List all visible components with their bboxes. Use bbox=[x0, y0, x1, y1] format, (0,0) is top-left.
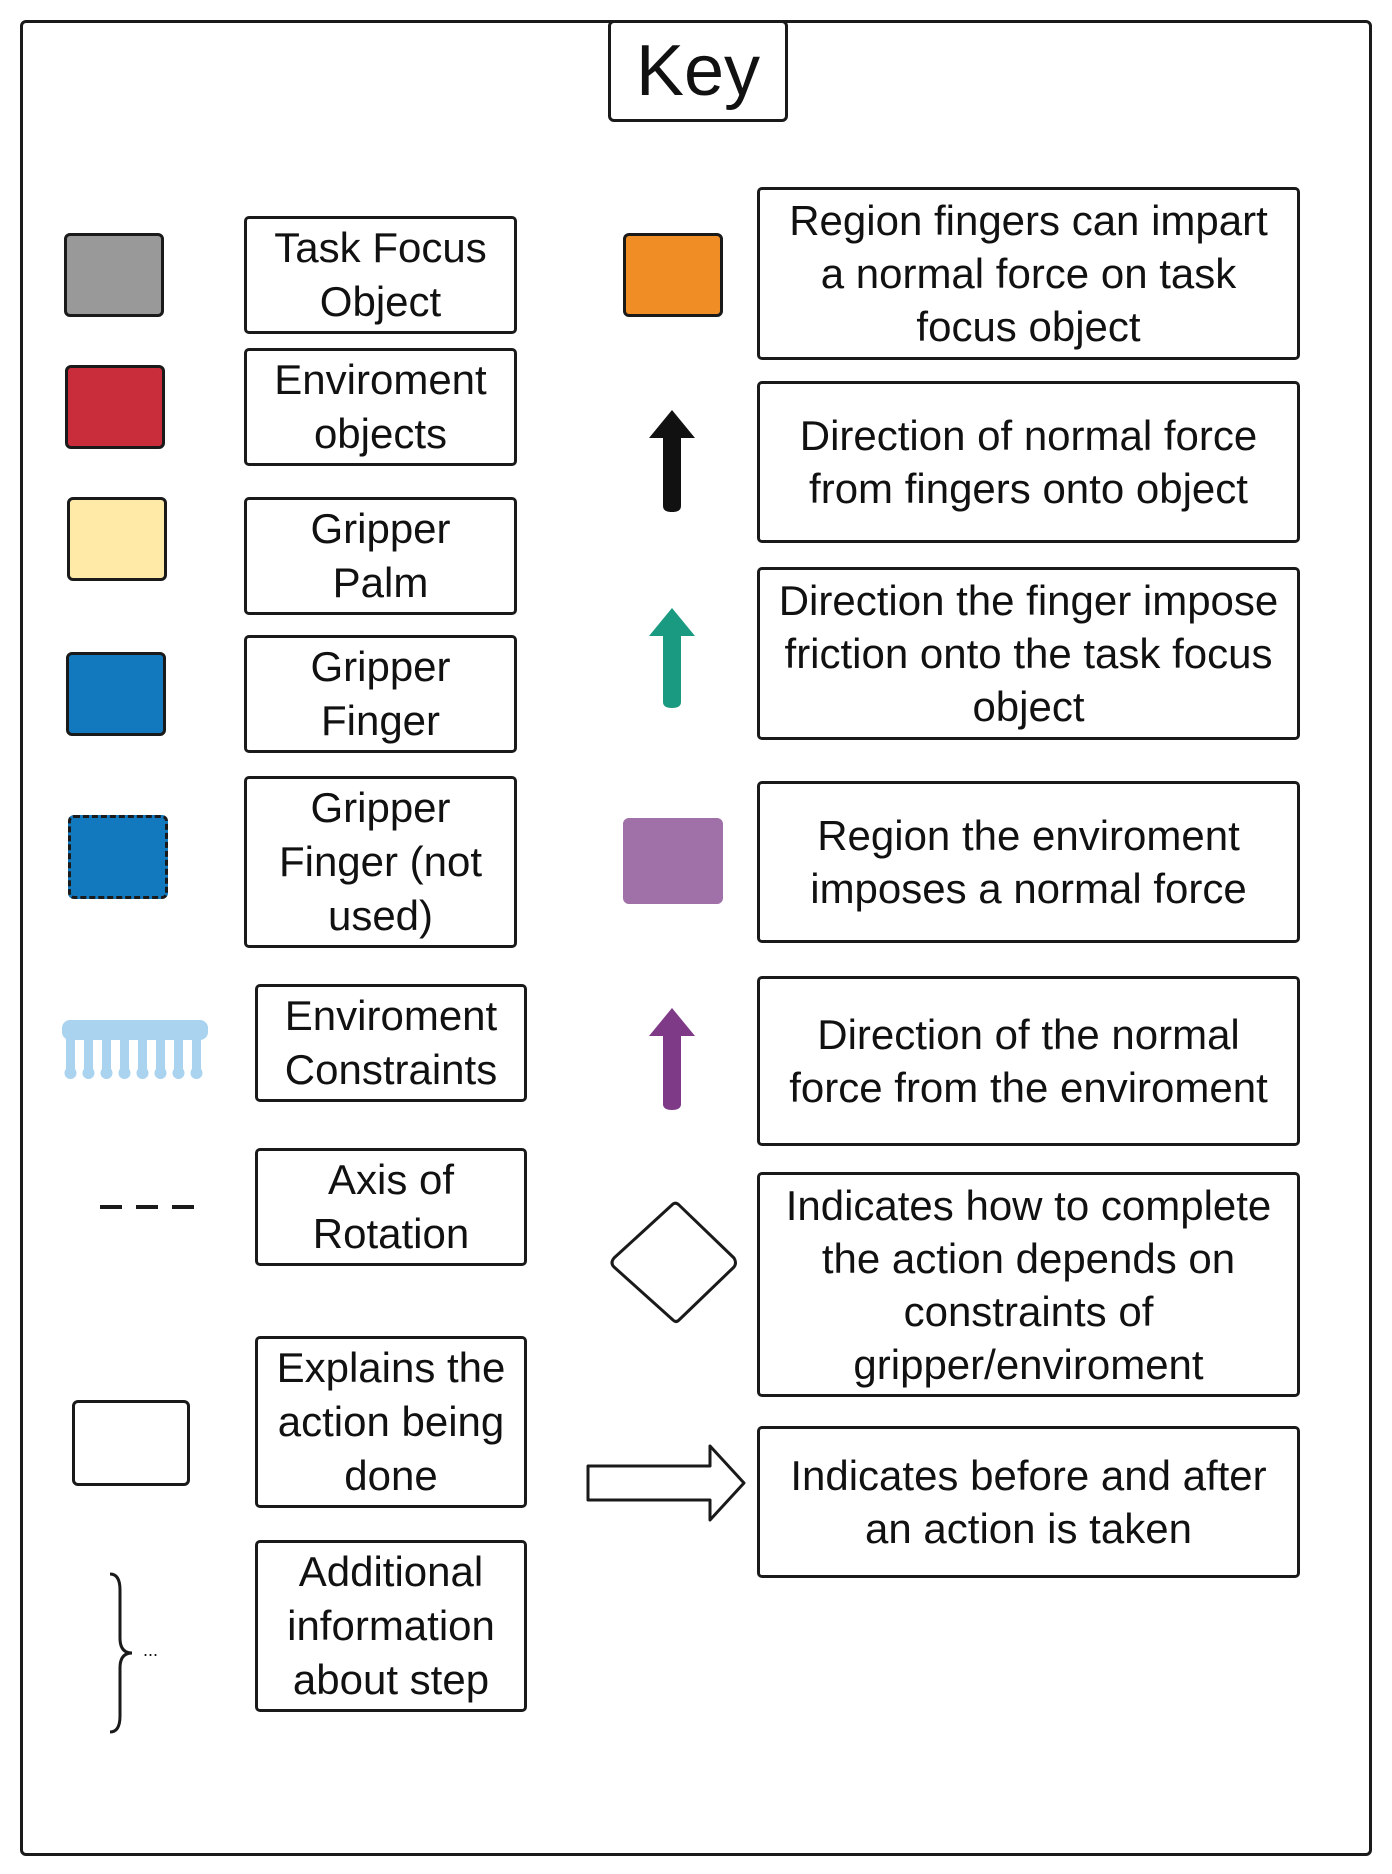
curly-brace-icon bbox=[109, 1572, 133, 1734]
brace-ellipsis: ... bbox=[143, 1640, 159, 1660]
blue-square-icon bbox=[66, 652, 166, 736]
purple-arrow-icon bbox=[649, 1008, 695, 1110]
white-rectangle-icon bbox=[72, 1400, 190, 1486]
orange-square-icon bbox=[623, 233, 723, 317]
dashed-blue-square-icon bbox=[68, 815, 168, 899]
gray-square-icon bbox=[64, 233, 164, 317]
black-arrow-icon bbox=[649, 410, 695, 512]
green-arrow-icon bbox=[649, 608, 695, 708]
dashed-line-icon bbox=[100, 1205, 200, 1209]
yellow-square-icon bbox=[67, 497, 167, 581]
diamond-icon bbox=[610, 1201, 737, 1323]
comb-constraint-icon bbox=[62, 1020, 208, 1079]
block-arrow-icon bbox=[586, 1444, 746, 1522]
red-square-icon bbox=[65, 365, 165, 449]
purple-square-icon bbox=[623, 818, 723, 904]
key-title: Key bbox=[608, 20, 788, 122]
